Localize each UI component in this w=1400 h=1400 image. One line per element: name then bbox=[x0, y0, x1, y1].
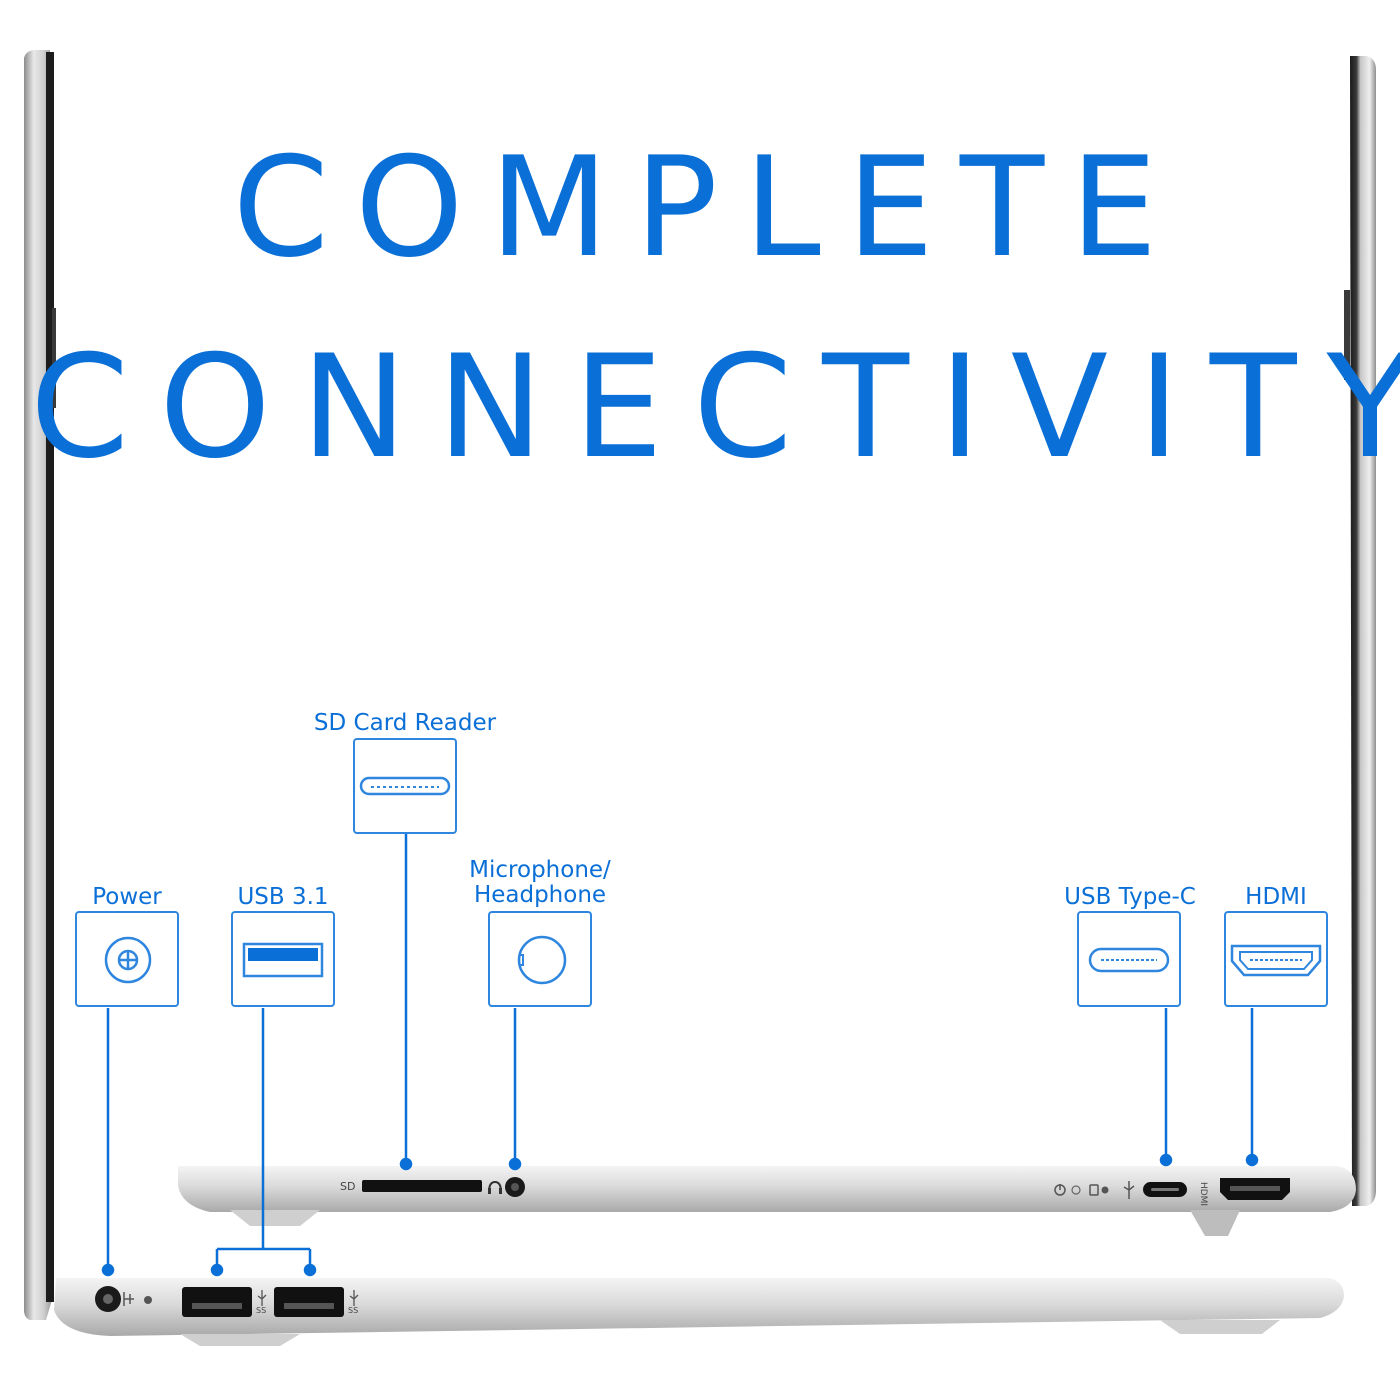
hdmi-label: HDMI bbox=[1245, 884, 1307, 910]
hdmi-box bbox=[1224, 911, 1328, 1007]
audio-jack bbox=[505, 1177, 525, 1197]
charge-icon bbox=[123, 1292, 152, 1306]
ss-usb-icon bbox=[257, 1290, 359, 1306]
hdmi-port bbox=[1220, 1178, 1290, 1200]
right-lid bbox=[1344, 56, 1376, 1206]
sd-slot bbox=[362, 1180, 482, 1192]
audio-jack-icon bbox=[517, 935, 567, 985]
usb-a-port-1 bbox=[182, 1287, 252, 1317]
power-jack bbox=[95, 1286, 121, 1312]
usb-symbol-icon bbox=[1123, 1181, 1135, 1199]
power-jack-icon bbox=[104, 936, 152, 984]
sd-card-reader-box bbox=[353, 738, 457, 834]
mic-headphone-label-2: Headphone bbox=[473, 882, 607, 908]
sd-marking: SD bbox=[340, 1180, 356, 1193]
hdmi-vertical-marking: HDMI bbox=[1198, 1181, 1209, 1207]
usb-a-port-2 bbox=[274, 1287, 344, 1317]
status-icons bbox=[1054, 1184, 1109, 1196]
usb-type-c-box bbox=[1077, 911, 1181, 1007]
sd-card-reader-label: SD Card Reader bbox=[313, 710, 497, 736]
headphone-symbol-icon bbox=[488, 1180, 502, 1194]
power-box bbox=[75, 911, 179, 1007]
headline-line-2: CONNECTIVITY bbox=[30, 325, 1400, 490]
usb-c-port bbox=[1143, 1182, 1187, 1197]
mic-headphone-label-1: Microphone/ bbox=[469, 857, 611, 883]
usb31-label: USB 3.1 bbox=[237, 884, 329, 910]
right-side-base bbox=[178, 1166, 1356, 1236]
power-label: Power bbox=[92, 884, 162, 910]
ss-marking-1: SS bbox=[256, 1306, 267, 1315]
callout-lines bbox=[101, 834, 1259, 1277]
ss-marking-2: SS bbox=[348, 1306, 359, 1315]
usb31-box bbox=[231, 911, 335, 1007]
sd-card-icon bbox=[359, 776, 451, 796]
mic-headphone-box bbox=[488, 911, 592, 1007]
left-side-base bbox=[54, 1278, 1344, 1346]
usb-type-c-label: USB Type-C bbox=[1064, 884, 1196, 910]
usb-a-icon bbox=[242, 942, 324, 978]
left-lid bbox=[24, 50, 56, 1320]
hdmi-icon bbox=[1230, 944, 1322, 977]
headline-line-1: COMPLETE bbox=[232, 127, 1184, 288]
usb-c-icon bbox=[1088, 947, 1170, 973]
